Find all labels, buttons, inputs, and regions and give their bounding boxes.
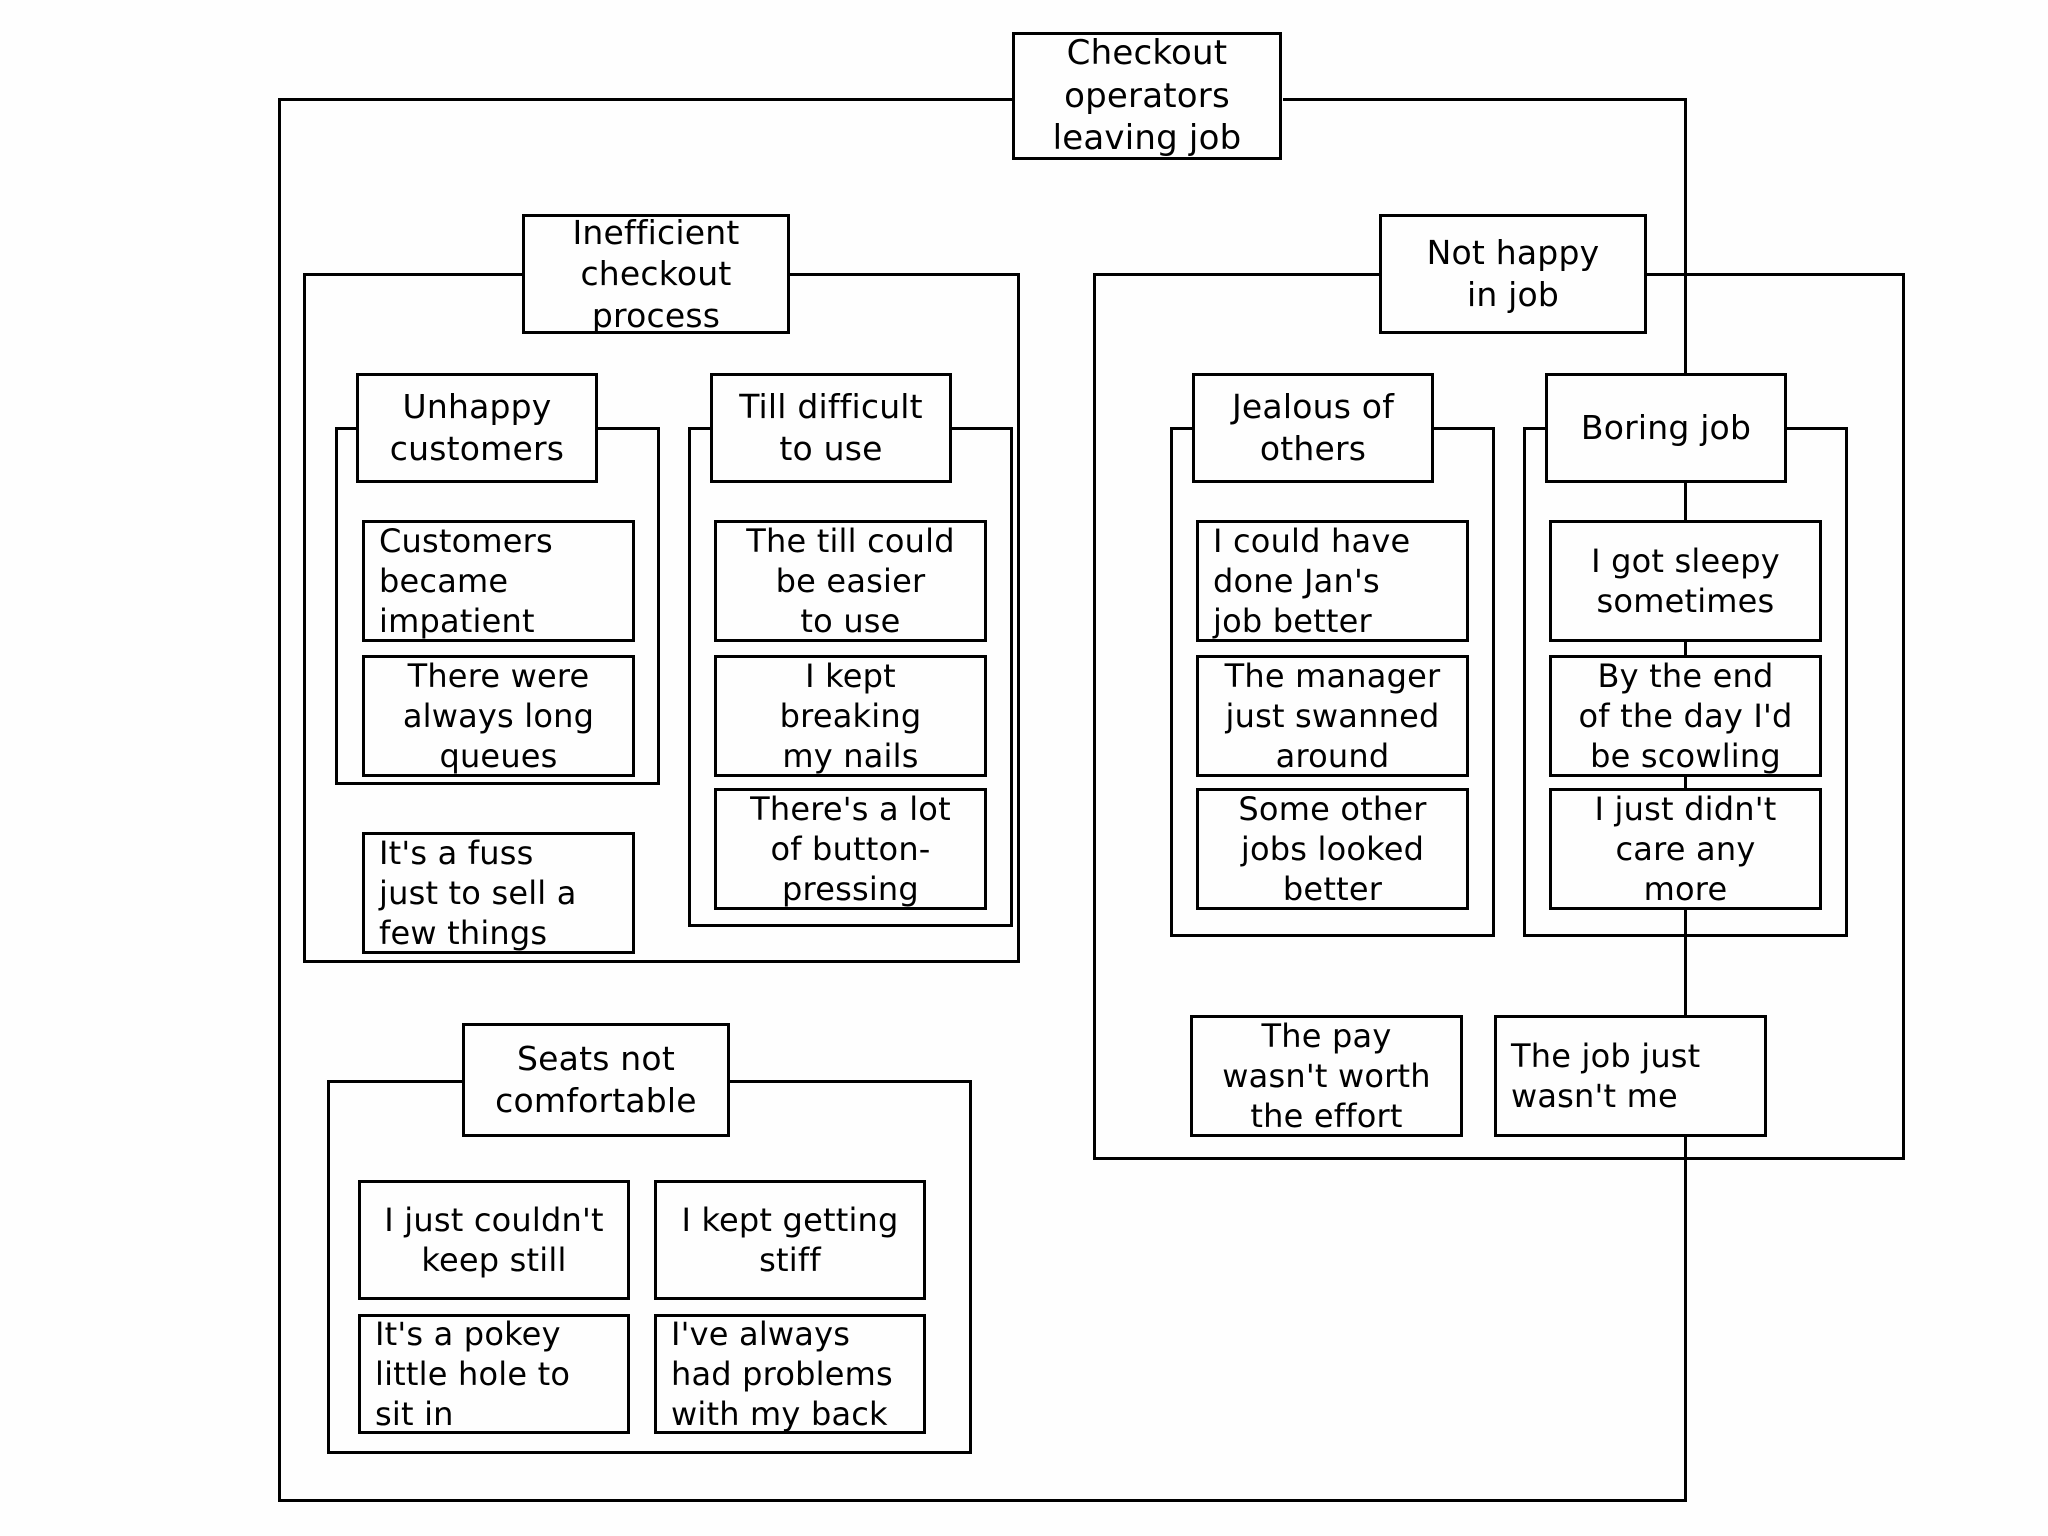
branch-inefficient-checkout-header[interactable]: Inefficient checkout process (522, 212, 790, 335)
leaf-item-label: The pay wasn't worth the effort (1222, 1016, 1431, 1136)
subgroup-boring-job-label: Boring job (1580, 408, 1752, 448)
leaf-item[interactable]: The manager just swanned around (1196, 655, 1469, 777)
leaf-item-label: There's a lot of button- pressing (750, 789, 951, 909)
leaf-item[interactable]: Customers became impatient (362, 520, 635, 642)
leaf-item[interactable]: There were always long queues (362, 655, 635, 777)
leaf-item[interactable]: The pay wasn't worth the effort (1190, 1015, 1463, 1137)
leaf-item-label: Some other jobs looked better (1238, 789, 1427, 909)
leaf-item[interactable]: I kept getting stiff (654, 1180, 926, 1300)
leaf-item-label: The manager just swanned around (1224, 656, 1441, 776)
branch-seats-header[interactable]: Seats not comfortable (462, 1023, 730, 1137)
subgroup-unhappy-customers-header[interactable]: Unhappy customers (356, 373, 598, 483)
leaf-item[interactable]: The till could be easier to use (714, 520, 987, 642)
branch-inefficient-checkout-label: Inefficient checkout process (572, 212, 740, 335)
leaf-item[interactable]: I've always had problems with my back (654, 1314, 926, 1434)
leaf-item[interactable]: The job just wasn't me (1494, 1015, 1767, 1137)
subgroup-till-difficult-header[interactable]: Till difficult to use (710, 373, 952, 483)
leaf-item-label: I kept getting stiff (681, 1200, 899, 1279)
leaf-item[interactable]: I just didn't care any more (1549, 788, 1822, 910)
leaf-item-label: It's a fuss just to sell a few things (379, 833, 577, 953)
leaf-item-label: The job just wasn't me (1511, 1036, 1701, 1115)
leaf-item-label: Customers became impatient (379, 521, 553, 641)
root-node[interactable]: Checkout operators leaving job (1012, 32, 1282, 160)
leaf-item-label: I've always had problems with my back (671, 1314, 893, 1434)
subgroup-jealous-header[interactable]: Jealous of others (1192, 373, 1434, 483)
leaf-item[interactable]: It's a pokey little hole to sit in (358, 1314, 630, 1434)
leaf-item-label: By the end of the day I'd be scowling (1578, 656, 1793, 776)
branch-seats-label: Seats not comfortable (495, 1039, 697, 1120)
leaf-item[interactable]: It's a fuss just to sell a few things (362, 832, 635, 954)
leaf-item[interactable]: I kept breaking my nails (714, 655, 987, 777)
leaf-item[interactable]: There's a lot of button- pressing (714, 788, 987, 910)
subgroup-boring-job-header[interactable]: Boring job (1545, 373, 1787, 483)
subgroup-unhappy-customers-label: Unhappy customers (389, 387, 565, 468)
leaf-item-label: I could have done Jan's job better (1213, 521, 1411, 641)
leaf-item-label: It's a pokey little hole to sit in (375, 1314, 571, 1434)
branch-not-happy-header[interactable]: Not happy in job (1379, 214, 1647, 334)
leaf-item[interactable]: By the end of the day I'd be scowling (1549, 655, 1822, 777)
leaf-item[interactable]: Some other jobs looked better (1196, 788, 1469, 910)
leaf-item-label: I got sleepy sometimes (1591, 541, 1780, 620)
leaf-item-label: The till could be easier to use (746, 521, 955, 641)
branch-not-happy-label: Not happy in job (1426, 233, 1600, 314)
leaf-item[interactable]: I just couldn't keep still (358, 1180, 630, 1300)
subgroup-till-difficult-label: Till difficult to use (739, 387, 923, 468)
root-node-label: Checkout operators leaving job (1052, 32, 1242, 159)
leaf-item[interactable]: I got sleepy sometimes (1549, 520, 1822, 642)
subgroup-jealous-label: Jealous of others (1231, 387, 1395, 468)
leaf-item-label: I just couldn't keep still (384, 1200, 604, 1279)
leaf-item[interactable]: I could have done Jan's job better (1196, 520, 1469, 642)
leaf-item-label: I just didn't care any more (1594, 789, 1777, 909)
leaf-item-label: I kept breaking my nails (779, 656, 922, 776)
leaf-item-label: There were always long queues (402, 656, 595, 776)
